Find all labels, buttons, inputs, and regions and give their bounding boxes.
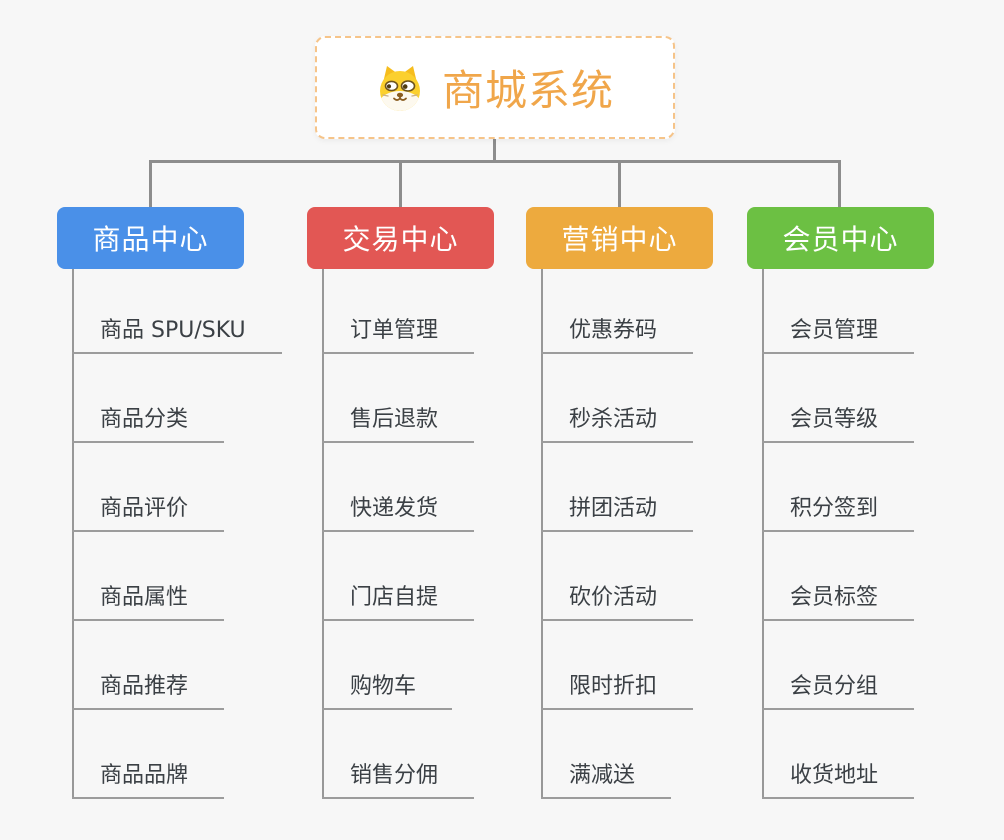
connector-column-product — [72, 269, 74, 799]
branch-label: 会员中心 — [782, 223, 899, 256]
connector-trunk — [149, 160, 841, 163]
connector-drop-product — [149, 160, 152, 207]
leaf-node[interactable]: 满减送 — [541, 763, 672, 799]
leaf-node[interactable]: 会员分组 — [762, 674, 915, 710]
leaf-node[interactable]: 商品推荐 — [72, 674, 225, 710]
leaf-node[interactable]: 售后退款 — [322, 407, 475, 443]
leaf-node[interactable]: 销售分佣 — [322, 763, 475, 799]
leaf-node[interactable]: 优惠券码 — [541, 318, 694, 354]
branch-label: 交易中心 — [342, 223, 459, 256]
connector-drop-member — [838, 160, 841, 207]
leaf-node[interactable]: 秒杀活动 — [541, 407, 694, 443]
leaf-node[interactable]: 商品品牌 — [72, 763, 225, 799]
leaf-node[interactable]: 快递发货 — [322, 496, 475, 532]
leaf-node[interactable]: 购物车 — [322, 674, 453, 710]
branch-node-product-center[interactable]: 商品中心 — [57, 207, 244, 269]
connector-column-trade — [322, 269, 324, 799]
dog-face-icon — [379, 65, 420, 111]
leaf-node[interactable]: 收货地址 — [762, 763, 915, 799]
root-node[interactable]: 商城系统 — [315, 36, 675, 139]
leaf-node[interactable]: 商品 SPU/SKU — [72, 318, 282, 354]
branch-node-member-center[interactable]: 会员中心 — [747, 207, 934, 269]
leaf-node[interactable]: 商品属性 — [72, 585, 225, 621]
leaf-node[interactable]: 限时折扣 — [541, 674, 694, 710]
connector-root-stem — [493, 139, 496, 162]
leaf-node[interactable]: 砍价活动 — [541, 585, 694, 621]
connector-column-marketing — [541, 269, 543, 799]
leaf-node[interactable]: 订单管理 — [322, 318, 475, 354]
leaf-node[interactable]: 拼团活动 — [541, 496, 694, 532]
root-title: 商城系统 — [441, 66, 614, 115]
connector-column-member — [762, 269, 764, 799]
leaf-node[interactable]: 积分签到 — [762, 496, 915, 532]
leaf-node[interactable]: 会员等级 — [762, 407, 915, 443]
leaf-node[interactable]: 商品分类 — [72, 407, 225, 443]
leaf-node[interactable]: 会员标签 — [762, 585, 915, 621]
branch-label: 商品中心 — [92, 223, 209, 256]
leaf-node[interactable]: 商品评价 — [72, 496, 225, 532]
connector-drop-marketing — [618, 160, 621, 207]
branch-node-trade-center[interactable]: 交易中心 — [307, 207, 494, 269]
leaf-node[interactable]: 会员管理 — [762, 318, 915, 354]
connector-drop-trade — [399, 160, 402, 207]
leaf-node[interactable]: 门店自提 — [322, 585, 475, 621]
branch-label: 营销中心 — [561, 223, 678, 256]
branch-node-marketing-center[interactable]: 营销中心 — [526, 207, 713, 269]
